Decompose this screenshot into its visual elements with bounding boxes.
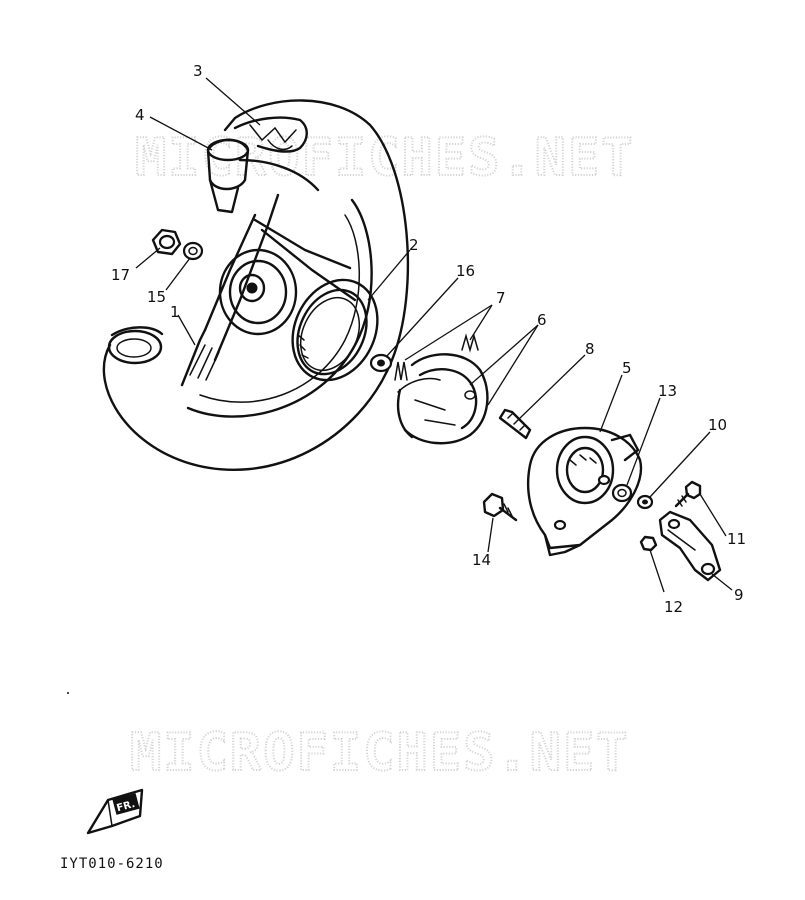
callout-15: 15 (147, 288, 166, 306)
part-16-washer (369, 353, 393, 373)
part-7-springs (394, 333, 479, 381)
callout-6: 6 (537, 311, 547, 329)
callout-12: 12 (664, 598, 683, 616)
front-badge-label: FR. (116, 799, 137, 814)
callout-11: 11 (727, 530, 746, 548)
callout-13: 13 (658, 382, 677, 400)
callout-16: 16 (456, 262, 475, 280)
diagram-code: IYT010-6210 (60, 856, 164, 872)
callout-14: 14 (472, 551, 491, 569)
leader-lines (135, 77, 733, 593)
part-5-brake-plate (526, 426, 643, 557)
stray-dot (67, 692, 69, 694)
part-14-bolt (482, 492, 518, 522)
callout-3: 3 (193, 62, 203, 80)
watermark-bottom: MICROFICHES.NET (130, 723, 630, 783)
part-10-washer (636, 494, 654, 510)
part-11-bolt (674, 480, 702, 508)
part-9-brake-arm (658, 510, 722, 582)
part-17-nut (151, 228, 182, 256)
callout-10: 10 (708, 416, 727, 434)
callout-9: 9 (734, 586, 744, 604)
part-6-brake-shoes (396, 353, 489, 445)
callout-2: 2 (409, 236, 419, 254)
part-12-nut (639, 535, 658, 552)
part-15-washer (182, 241, 204, 261)
callout-8: 8 (585, 340, 595, 358)
part-13-spacer (611, 483, 633, 503)
front-direction-badge: FR. (86, 788, 144, 835)
part-2-seal (291, 278, 379, 382)
part-8-camshaft (498, 408, 532, 440)
callout-4: 4 (135, 106, 145, 124)
callout-5: 5 (622, 359, 632, 377)
callout-1: 1 (170, 303, 180, 321)
callout-17: 17 (111, 266, 130, 284)
callout-7: 7 (496, 289, 506, 307)
